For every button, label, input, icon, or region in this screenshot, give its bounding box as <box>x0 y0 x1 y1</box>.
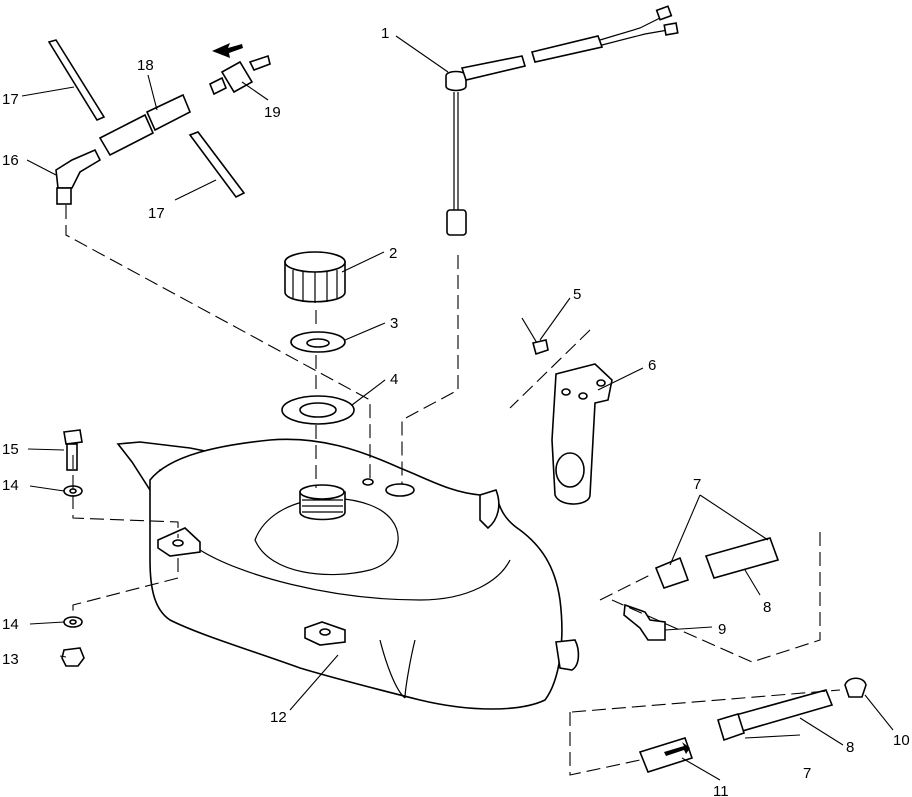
hose-clamp-upper <box>47 39 106 122</box>
callout-17-upper: 17 <box>2 91 19 108</box>
leader-lines <box>21 35 894 781</box>
callout-7-lower: 7 <box>803 765 811 782</box>
callout-6: 6 <box>648 357 656 374</box>
hose-clamp-b <box>717 713 745 742</box>
fuel-tank <box>116 438 580 710</box>
hose-clamp-lower <box>188 131 246 199</box>
callout-9: 9 <box>718 621 726 638</box>
callout-7-upper: 7 <box>693 476 701 493</box>
callout-8-upper: 8 <box>763 599 771 616</box>
callout-8-lower: 8 <box>846 739 854 756</box>
callout-labels: 1 2 3 4 5 6 7 8 9 10 8 7 11 12 13 14 14 … <box>2 25 910 797</box>
callout-13: 13 <box>2 651 19 668</box>
callout-4: 4 <box>390 371 398 388</box>
callout-14-lower: 14 <box>2 616 19 633</box>
spring-clamp <box>844 677 867 698</box>
washer-lower <box>63 616 83 628</box>
callout-10: 10 <box>893 732 910 749</box>
inline-fuel-filter <box>638 737 694 773</box>
callout-5: 5 <box>573 286 581 303</box>
callout-18: 18 <box>137 57 154 74</box>
callout-17-lower: 17 <box>148 205 165 222</box>
cap-gasket <box>290 331 346 353</box>
fuel-gauge-sender <box>445 5 679 236</box>
fuel-valve <box>208 43 271 96</box>
callout-11: 11 <box>713 783 729 797</box>
fuel-cap <box>284 251 346 303</box>
callout-16: 16 <box>2 152 19 169</box>
assembly-lines <box>65 205 841 776</box>
mounting-bracket <box>551 363 613 505</box>
elbow-fitting <box>55 148 102 205</box>
callout-1: 1 <box>381 25 389 42</box>
callout-14-upper: 14 <box>2 477 19 494</box>
fuel-hose <box>98 93 192 157</box>
hose-section-upper <box>704 537 780 579</box>
filler-ring <box>281 395 355 425</box>
hose-clamp-a <box>654 556 690 589</box>
callout-2: 2 <box>389 245 397 262</box>
bolt <box>63 429 83 471</box>
outlet-elbow <box>623 603 666 641</box>
nut <box>61 647 85 667</box>
callout-12: 12 <box>270 709 287 726</box>
vent-fitting <box>521 317 549 356</box>
callout-15: 15 <box>2 441 19 458</box>
callout-19: 19 <box>264 104 281 121</box>
callout-3: 3 <box>390 315 398 332</box>
